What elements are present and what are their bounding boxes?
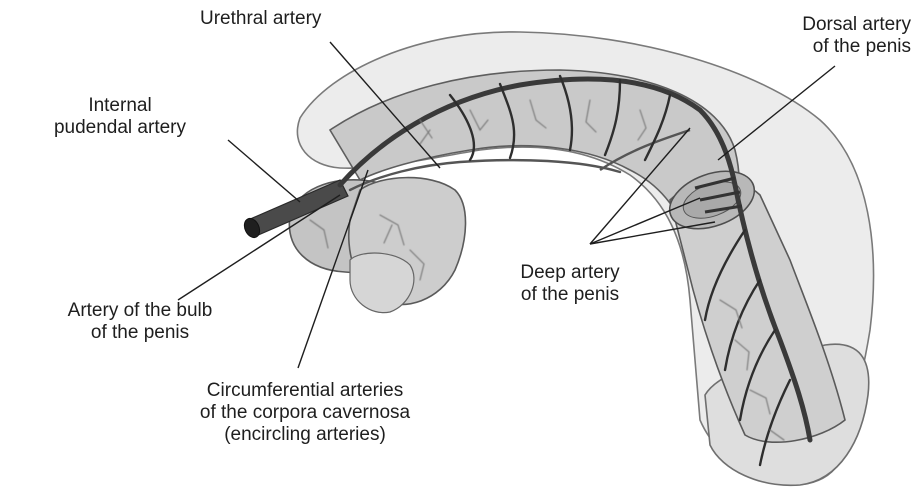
label-dorsal-artery: Dorsal artery of the penis — [735, 14, 911, 58]
label-deep-artery: Deep artery of the penis — [490, 262, 650, 306]
label-dorsal-artery-line1: Dorsal artery — [735, 14, 911, 36]
label-artery-of-bulb-line1: Artery of the bulb — [20, 300, 260, 322]
label-artery-of-bulb-line2: of the penis — [20, 322, 260, 344]
label-circumferential-line1: Circumferential arteries — [155, 380, 455, 402]
label-circumferential-line3: (encircling arteries) — [155, 424, 455, 446]
label-deep-artery-line1: Deep artery — [490, 262, 650, 284]
label-dorsal-artery-line2: of the penis — [735, 36, 911, 58]
label-circumferential-arteries: Circumferential arteries of the corpora … — [155, 380, 455, 446]
label-circumferential-line2: of the corpora cavernosa — [155, 402, 455, 424]
label-internal-pudendal-artery: Internal pudendal artery — [20, 95, 220, 139]
label-urethral-artery-line1: Urethral artery — [200, 8, 321, 30]
label-internal-pudendal-line1: Internal — [20, 95, 220, 117]
label-urethral-artery: Urethral artery — [200, 8, 321, 30]
label-deep-artery-line2: of the penis — [490, 284, 650, 306]
leader-internal-pudendal — [228, 140, 300, 202]
label-internal-pudendal-line2: pudendal artery — [20, 117, 220, 139]
label-artery-of-bulb: Artery of the bulb of the penis — [20, 300, 260, 344]
